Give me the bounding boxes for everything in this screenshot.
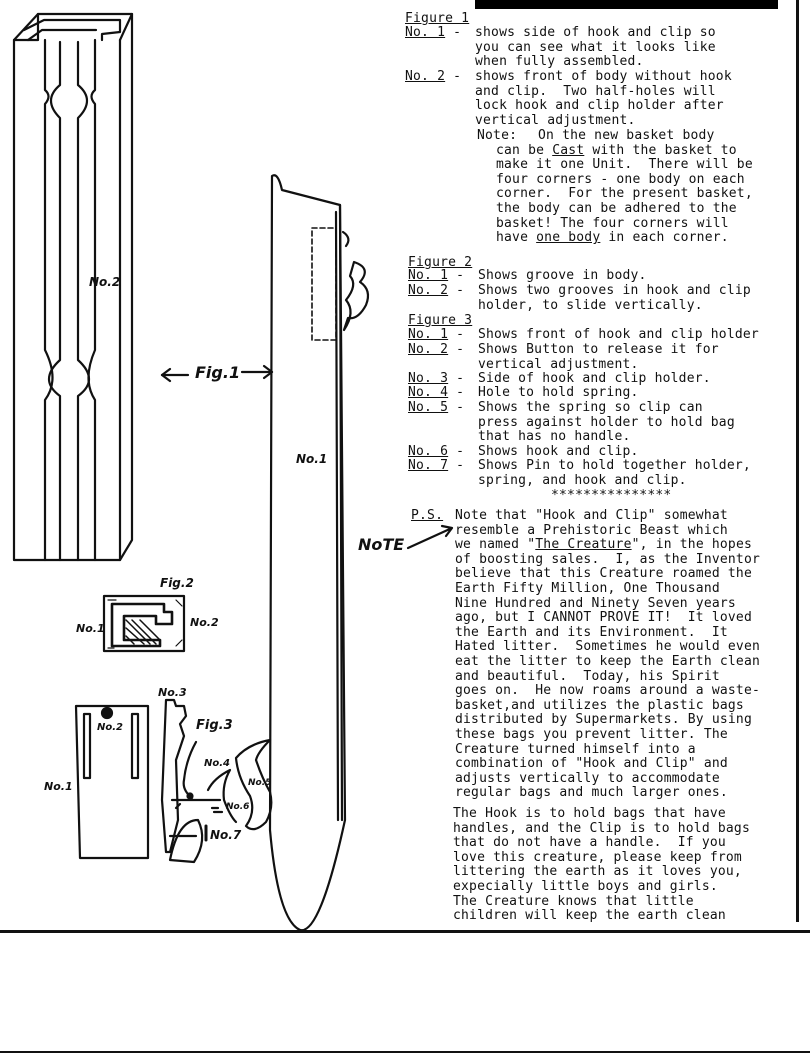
separator: *************** [551, 488, 672, 503]
fig3-no4-label: No.4 [204, 758, 230, 769]
fig3-no6-label: No.6 [226, 802, 250, 812]
fig1-no1-label: No.1 [296, 452, 328, 466]
figure1-heading: Figure 1 [405, 11, 470, 26]
fig3-no1-holder-drawing [74, 704, 150, 860]
fig3-label: Fig.3 [196, 718, 233, 733]
fig3-spring-hook-drawing [182, 738, 273, 842]
fig3-no2-label: No.2 [97, 722, 123, 733]
figure1-note: On the new basket body can be Cast with … [496, 128, 753, 246]
fig3-no7-label: No.7 [210, 828, 242, 842]
ps-body-continued: The Hook is to hold bags that have handl… [453, 806, 750, 924]
fig2-cross-section-drawing [102, 594, 186, 653]
fig2-label: Fig.2 [160, 576, 194, 590]
top-black-bar [475, 0, 778, 9]
figure1-note-label: Note: [477, 128, 518, 143]
figure3-item-text: Shows Pin to hold together holder, sprin… [478, 458, 751, 488]
fig1-no2-label: No.2 [89, 275, 121, 289]
figure1-item: No. 1 - [405, 25, 470, 40]
fig3-no3-side-drawing [160, 698, 222, 864]
ps-label: P.S. [411, 508, 444, 523]
figure3-item-text: Shows Button to release it for vertical … [478, 342, 719, 372]
figure2-heading: Figure 2 [408, 255, 473, 270]
fig1-no1-side-drawing [268, 174, 370, 932]
fig3-no5-label: No.5 [248, 778, 272, 788]
bottom-rule [0, 930, 810, 933]
figure1-item-text: shows front of body without hook and cli… [475, 69, 732, 128]
figure3-item-text: Shows hook and clip. [478, 444, 639, 459]
figure2-item: No. 2 - [408, 283, 473, 298]
figure3-item: No. 3 - [408, 371, 473, 386]
figure3-item-text: Shows front of hook and clip holder [478, 327, 759, 342]
note-label: NoTE [358, 535, 405, 554]
right-margin-rule [796, 0, 799, 922]
figure3-item-text: Hole to hold spring. [478, 385, 639, 400]
figure3-item: No. 2 - [408, 342, 473, 357]
figure3-item: No. 7 - [408, 458, 473, 473]
figure1-item: No. 2 - [405, 69, 470, 84]
figure2-item-text: Shows two grooves in hook and clip holde… [478, 283, 751, 313]
fig2-no1-label: No.1 [76, 622, 105, 635]
fig3-no1-label: No.1 [44, 780, 73, 793]
figure3-item: No. 4 - [408, 385, 473, 400]
fig1-no2-body-drawing [12, 12, 134, 562]
figure3-item: No. 1 - [408, 327, 473, 342]
figure3-item-text: Side of hook and clip holder. [478, 371, 711, 386]
figure2-item: No. 1 - [408, 268, 473, 283]
figure1-item-text: shows side of hook and clip so you can s… [475, 25, 716, 70]
figure3-heading: Figure 3 [408, 313, 473, 328]
fig3-no3-label: No.3 [158, 686, 187, 699]
figure3-item: No. 5 - [408, 400, 473, 415]
ps-body: Note that "Hook and Clip" somewhat resem… [455, 508, 761, 801]
figure3-item: No. 6 - [408, 444, 473, 459]
footer-rule [0, 1051, 810, 1053]
note-arrow [406, 524, 454, 550]
figure2-item-text: Shows groove in body. [478, 268, 647, 283]
fig2-no2-label: No.2 [190, 616, 219, 629]
figure3-item-text: Shows the spring so clip can press again… [478, 400, 735, 445]
fig1-label: Fig.1 [195, 363, 241, 382]
